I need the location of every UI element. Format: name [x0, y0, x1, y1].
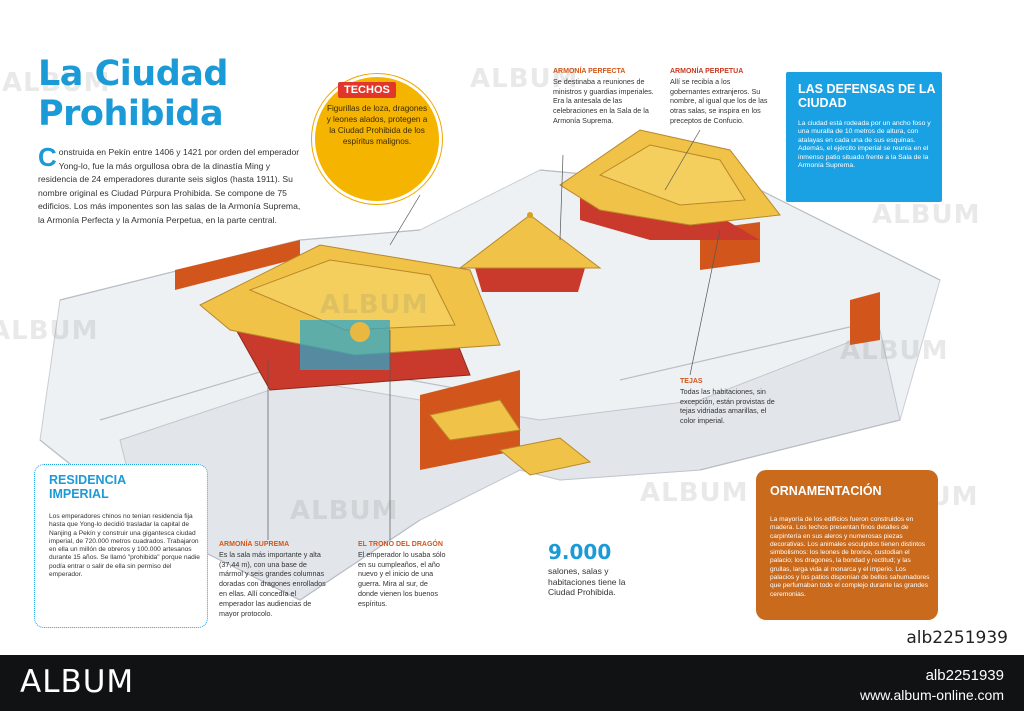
footer-image-id: alb2251939 — [925, 667, 1004, 684]
armonia-perpetua-label: ARMONÍA PERPETUA — [670, 68, 744, 75]
annotation-trono-dragon: EL TRONO DEL DRAGÓN El emperador lo usab… — [358, 540, 448, 609]
trono-label: EL TRONO DEL DRAGÓN — [358, 541, 443, 548]
page-title: La Ciudad Prohibida — [38, 54, 228, 134]
intro-text: onstruida en Pekín entre 1406 y 1421 por… — [38, 147, 301, 225]
hall-perfect-harmony — [458, 212, 602, 292]
forbidden-city-illustration — [39, 129, 941, 601]
title-line-2: Prohibida — [38, 94, 224, 134]
leader-lines — [267, 129, 721, 540]
annotation-armonia-suprema: ARMONÍA SUPREMA Es la sala más important… — [219, 540, 331, 618]
footer-bar: ALBUM alb2251939 www.album-online.com — [0, 655, 1024, 711]
ornamentacion-box: ORNAMENTACIÓN La mayoría de los edificio… — [756, 470, 938, 620]
armonia-perfecta-label: ARMONÍA PERFECTA — [553, 68, 626, 75]
footer-brand-logo[interactable]: ALBUM — [20, 664, 135, 700]
residencia-heading: RESIDENCIA IMPERIAL — [49, 473, 126, 501]
annotation-armonia-perpetua: ARMONÍA PERPETUA Allí se recibía a los g… — [670, 67, 772, 126]
tejas-label: TEJAS — [680, 378, 703, 385]
stat-text: salones, salas y habitaciones tiene la C… — [548, 566, 626, 597]
armonia-suprema-text: Es la sala más importante y alta (37,44 … — [219, 549, 326, 618]
annotation-armonia-perfecta: ARMONÍA PERFECTA Se destinaba a reunione… — [553, 67, 661, 126]
techos-text: Figurillas de loza, dragones y leones al… — [326, 104, 428, 146]
armonia-suprema-label: ARMONÍA SUPREMA — [219, 541, 290, 548]
stat-block: 9.000 salones, salas y habitaciones tien… — [548, 540, 628, 598]
infographic-page: ALBUM ALBUM ALBUM ALBUM ALBUM ALBUM ALBU… — [0, 54, 1008, 648]
residencia-text: Los emperadores chinos no tenían residen… — [49, 513, 200, 579]
gate-buildings — [429, 399, 592, 476]
techos-label: TECHOS — [338, 82, 396, 98]
intro-dropcap: C — [38, 142, 57, 172]
trono-text: El emperador lo usaba sólo en su cumplea… — [358, 549, 446, 608]
image-id: alb2251939 — [906, 628, 1008, 648]
footer-url[interactable]: www.album-online.com — [860, 687, 1004, 703]
armonia-perfecta-text: Se destinaba a reuniones de ministros y … — [553, 76, 654, 125]
stat-number: 9.000 — [548, 540, 612, 564]
annotation-tejas: TEJAS Todas las habitaciones, sin excepc… — [680, 377, 780, 426]
armonia-perpetua-text: Allí se recibía a los gobernantes extran… — [670, 76, 768, 125]
tejas-text: Todas las habitaciones, sin excepción, e… — [680, 386, 775, 426]
defensas-text: La ciudad está rodeada por un ancho foso… — [798, 120, 931, 170]
residencia-box: RESIDENCIA IMPERIAL Los emperadores chin… — [34, 464, 208, 628]
ornamentacion-text: La mayoría de los edificios fueron const… — [770, 516, 930, 598]
hall-supreme-harmony — [199, 244, 501, 391]
defensas-box: LAS DEFENSAS DE LA CIUDAD La ciudad está… — [786, 72, 942, 202]
hall-preserving-harmony — [559, 129, 781, 240]
ornamentacion-heading: ORNAMENTACIÓN — [770, 484, 882, 498]
title-line-1: La Ciudad — [38, 54, 228, 94]
defensas-heading: LAS DEFENSAS DE LA CIUDAD — [798, 82, 936, 110]
